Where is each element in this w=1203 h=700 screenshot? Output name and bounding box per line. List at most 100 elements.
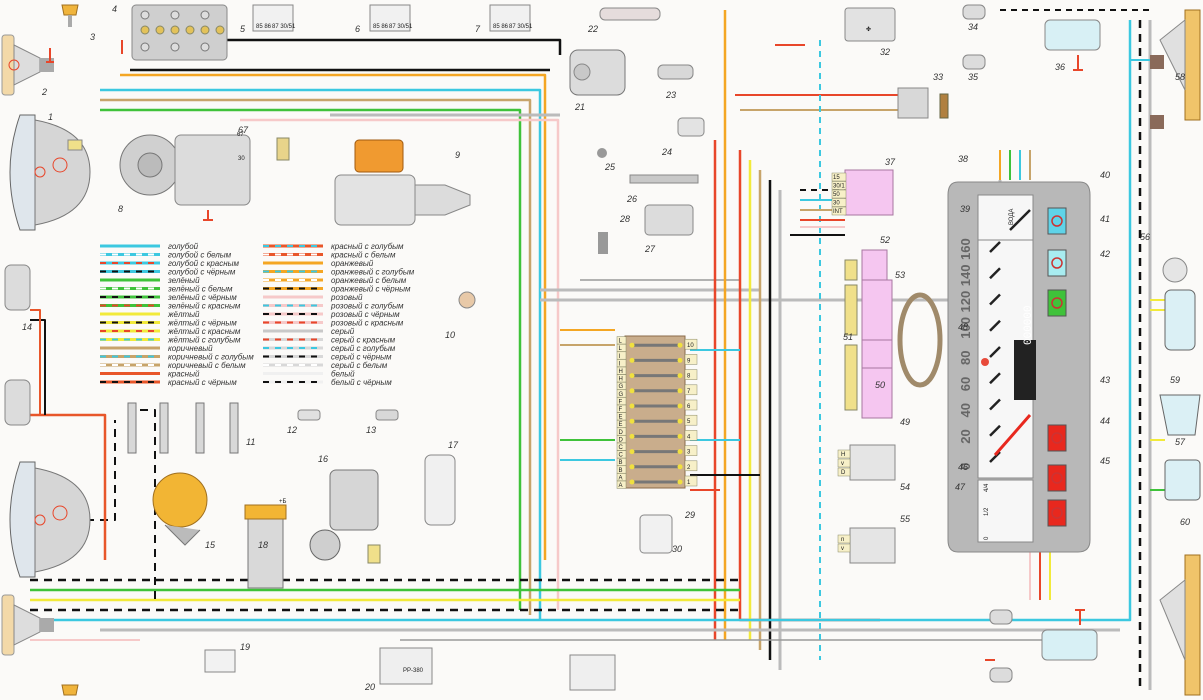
voltage-regulator-connector bbox=[276, 137, 290, 161]
relay-5: 85 86 87 30/51 bbox=[252, 4, 296, 32]
legend-entry: розовый bbox=[263, 293, 363, 302]
component-number: 33 bbox=[933, 72, 943, 82]
switch-pin-label: D bbox=[841, 470, 846, 476]
ignition-pin-label: 30 bbox=[833, 201, 840, 207]
fuse-terminal-label: E bbox=[619, 422, 623, 428]
legend-entry: жёлтый bbox=[100, 310, 200, 319]
legend-label: оранжевый с голубым bbox=[331, 268, 415, 277]
fuel-scale-label: 4/4 bbox=[984, 483, 990, 492]
component-number: 46 bbox=[958, 462, 968, 472]
horn-bottom bbox=[61, 684, 79, 696]
component-number: 44 bbox=[1100, 416, 1110, 426]
switch-pin bbox=[837, 467, 851, 477]
legend-entry: красный с чёрным bbox=[100, 378, 237, 387]
legend-label: белый с чёрным bbox=[331, 378, 392, 387]
warning-lamp bbox=[1047, 289, 1067, 317]
legend-label: коричневый bbox=[168, 344, 213, 353]
svg-text:87 30/51: 87 30/51 bbox=[509, 24, 533, 30]
speed-scale-label: 20 bbox=[958, 429, 973, 443]
component-number: 32 bbox=[880, 47, 890, 57]
svg-text:ВОДА: ВОДА bbox=[1009, 209, 1015, 225]
fuse-terminal-label: B bbox=[619, 468, 623, 474]
fuse-number-box bbox=[684, 414, 698, 426]
fuse-terminal-label: A bbox=[619, 483, 623, 489]
oil-pressure-sensor bbox=[375, 409, 399, 421]
fuse-clip bbox=[677, 373, 683, 379]
switch-pin-label: v bbox=[841, 461, 844, 467]
fuse-clip bbox=[677, 403, 683, 409]
ignition-pin bbox=[831, 189, 847, 199]
fuse-terminal-label: G bbox=[619, 392, 624, 398]
fuse-clip bbox=[677, 433, 683, 439]
side-light-front-left bbox=[1, 34, 54, 96]
speed-tick bbox=[989, 398, 1001, 411]
component-number: 1 bbox=[48, 112, 53, 122]
component-number: 58 bbox=[1175, 72, 1185, 82]
speed-scale-label: 120 bbox=[958, 291, 973, 313]
fuse-number-box bbox=[684, 460, 698, 472]
component-number: 67 bbox=[238, 125, 249, 135]
legend-label: голубой с белым bbox=[168, 251, 232, 260]
legend-entry: серый с красным bbox=[263, 336, 396, 345]
speed-scale-label: 100 bbox=[958, 317, 973, 339]
legend-label: жёлтый bbox=[167, 310, 200, 319]
component-number: 8 bbox=[118, 204, 123, 214]
fuse-terminal-label: I bbox=[619, 354, 621, 360]
legend-label: зелёный с чёрным bbox=[167, 293, 237, 302]
switch-54: HvD bbox=[837, 444, 896, 481]
steering-column-switches bbox=[844, 249, 943, 419]
legend-label: голубой bbox=[168, 242, 199, 251]
switch-pin bbox=[837, 449, 851, 459]
legend-label: оранжевый с белым bbox=[331, 276, 407, 285]
fuse-number: 8 bbox=[687, 374, 691, 380]
fuse-clip bbox=[629, 373, 635, 379]
component-number: 55 bbox=[900, 514, 911, 524]
switch-pin-label: n bbox=[841, 537, 844, 543]
svg-text:+Б: +Б bbox=[279, 499, 287, 505]
lamp-bulb-icon bbox=[1051, 472, 1063, 484]
component-number: 10 bbox=[445, 330, 455, 340]
svg-text:РР-380: РР-380 bbox=[403, 668, 424, 674]
distributor bbox=[152, 472, 208, 546]
svg-text:✤: ✤ bbox=[866, 26, 871, 33]
fuse-number: 9 bbox=[687, 358, 691, 364]
ignition-coil: +Б bbox=[244, 499, 287, 589]
component-number: 11 bbox=[246, 437, 255, 447]
fuse-clip bbox=[677, 479, 683, 485]
ignition-pin bbox=[831, 206, 847, 216]
legend-entry: оранжевый bbox=[263, 259, 374, 268]
lamp-bulb-icon bbox=[1051, 297, 1063, 309]
fuse-terminal-label: D bbox=[619, 430, 624, 436]
right-side-lamps bbox=[1150, 9, 1201, 696]
fuse-clip bbox=[677, 388, 683, 394]
component-number: 52 bbox=[880, 235, 890, 245]
component-number: 39 bbox=[960, 204, 970, 214]
legend-label: голубой с чёрным bbox=[168, 268, 236, 277]
lamp-bulb-icon bbox=[1051, 507, 1063, 519]
component-number: 24 bbox=[661, 147, 672, 157]
fuse-number-box bbox=[684, 445, 698, 456]
warning-lamp bbox=[1047, 464, 1067, 492]
component-number: 26 bbox=[626, 194, 637, 204]
component-number: 57 bbox=[1175, 437, 1186, 447]
generator: 67 30 bbox=[119, 132, 251, 206]
fuse-clip bbox=[677, 357, 683, 363]
heater-fan-switch: ✤ bbox=[844, 7, 896, 42]
svg-text:67: 67 bbox=[237, 132, 244, 138]
legend-entry: оранжевый с чёрным bbox=[263, 285, 411, 294]
speed-scale-label: 0 bbox=[958, 463, 973, 470]
legend-label: коричневый с голубым bbox=[168, 353, 254, 362]
interior-lamp-bottom bbox=[989, 609, 1098, 683]
legend-label: розовый с чёрным bbox=[330, 310, 400, 319]
legend-label: серый с красным bbox=[331, 336, 396, 345]
fuse-clip bbox=[629, 449, 635, 455]
legend-label: розовый bbox=[330, 293, 363, 302]
legend-entry: зелёный bbox=[100, 276, 200, 285]
speed-scale-label: 40 bbox=[958, 403, 973, 417]
warning-lamp bbox=[1047, 207, 1067, 235]
side-light-front-left-lower bbox=[1, 594, 54, 656]
speed-tick bbox=[989, 424, 1001, 437]
fuse-number: 1 bbox=[687, 480, 691, 486]
